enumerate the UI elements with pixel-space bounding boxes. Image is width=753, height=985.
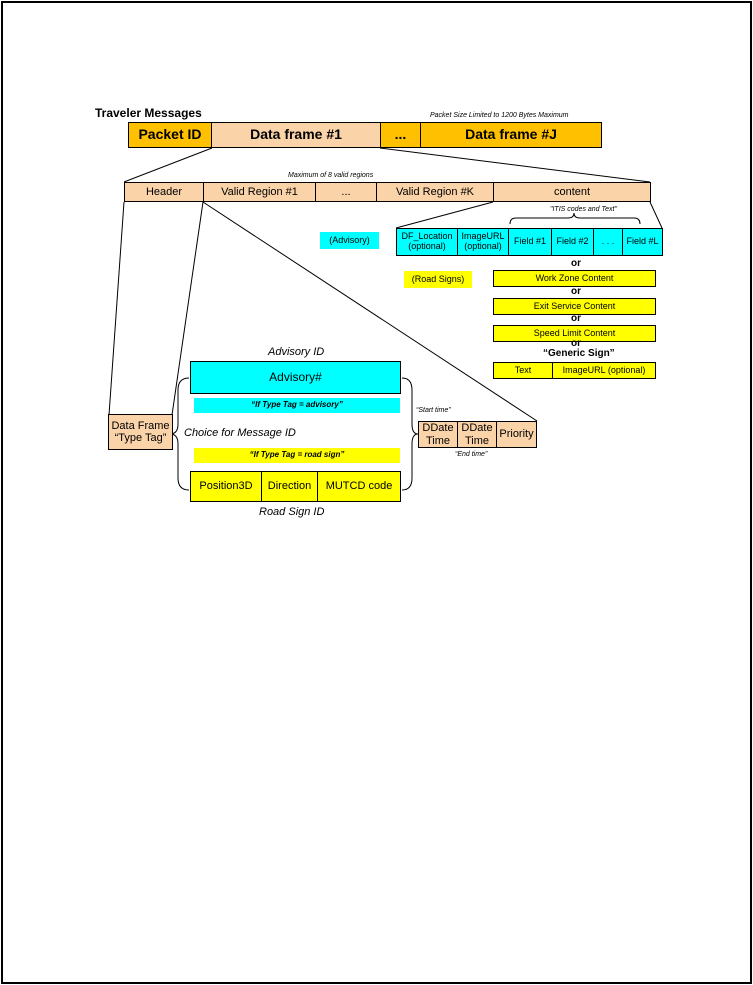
or-label-4: or xyxy=(571,338,581,349)
itis-note: "ITIS codes and Text" xyxy=(550,206,617,213)
start-ddate-line1: DDate xyxy=(422,422,454,435)
data-frame-ellipsis-box: ... xyxy=(380,122,421,148)
mutcd-code-box: MUTCD code xyxy=(317,471,401,502)
field-l-box: Field #L xyxy=(622,228,663,256)
end-ddate-line2: Time xyxy=(464,434,490,447)
if-advisory-label: “If Type Tag = advisory” xyxy=(194,398,400,413)
direction-box: Direction xyxy=(261,471,318,502)
field-1-box: Field #1 xyxy=(508,228,552,256)
road-sign-id-label: Road Sign ID xyxy=(259,506,325,518)
or-label-2: or xyxy=(571,286,581,297)
type-tag-box: Data Frame “Type Tag” xyxy=(108,414,173,450)
content-box: content xyxy=(493,182,651,202)
advisory-number-box: Advisory# xyxy=(190,361,401,394)
data-frame-j-box: Data frame #J xyxy=(420,122,602,148)
start-ddate-time-box: DDate Time xyxy=(418,421,458,448)
field-ellipsis-box: . . . xyxy=(593,228,623,256)
regions-note: Maximum of 8 valid regions xyxy=(288,172,374,179)
if-road-sign-label: “If Type Tag = road sign” xyxy=(194,448,400,463)
data-frame-1-box: Data frame #1 xyxy=(211,122,381,148)
generic-image-url-box: ImageURL (optional) xyxy=(552,362,656,379)
page-title: Traveler Messages xyxy=(95,106,202,120)
valid-region-ellipsis-box: ... xyxy=(315,182,377,202)
generic-text-box: Text xyxy=(493,362,553,379)
image-url-line1: ImageURL xyxy=(461,231,505,242)
end-ddate-line1: DDate xyxy=(461,422,493,435)
type-tag-line1: Data Frame xyxy=(111,419,170,432)
start-time-label: “Start time” xyxy=(416,407,451,414)
start-ddate-line2: Time xyxy=(425,434,451,447)
field-2-box: Field #2 xyxy=(551,228,594,256)
packet-id-box: Packet ID xyxy=(128,122,212,148)
road-signs-tag: (Road Signs) xyxy=(404,271,472,288)
df-location-line2: (optional) xyxy=(408,241,446,251)
advisory-tag: (Advisory) xyxy=(320,232,379,249)
speed-limit-content-box: Speed Limit Content xyxy=(493,325,656,342)
type-tag-line2: “Type Tag” xyxy=(114,432,167,444)
priority-box: Priority xyxy=(496,421,537,448)
df-location-line1: DF_Location xyxy=(401,231,453,242)
exit-service-content-box: Exit Service Content xyxy=(493,298,656,315)
choice-for-message-id-label: Choice for Message ID xyxy=(184,427,296,439)
image-url-box: ImageURL (optional) xyxy=(457,228,509,256)
header-box: Header xyxy=(124,182,204,202)
position3d-box: Position3D xyxy=(190,471,262,502)
image-url-line2: (optional) xyxy=(464,241,502,251)
packet-size-note: Packet Size Limited to 1200 Bytes Maximu… xyxy=(430,112,569,119)
advisory-id-label: Advisory ID xyxy=(268,346,325,358)
valid-region-1-box: Valid Region #1 xyxy=(203,182,316,202)
or-label-1: or xyxy=(571,258,581,269)
end-time-label: “End time” xyxy=(455,451,488,458)
generic-sign-label: “Generic Sign” xyxy=(543,348,615,359)
df-location-box: DF_Location (optional) xyxy=(396,228,458,256)
or-label-3: or xyxy=(571,313,581,324)
work-zone-content-box: Work Zone Content xyxy=(493,270,656,287)
end-ddate-time-box: DDate Time xyxy=(457,421,497,448)
valid-region-k-box: Valid Region #K xyxy=(376,182,494,202)
